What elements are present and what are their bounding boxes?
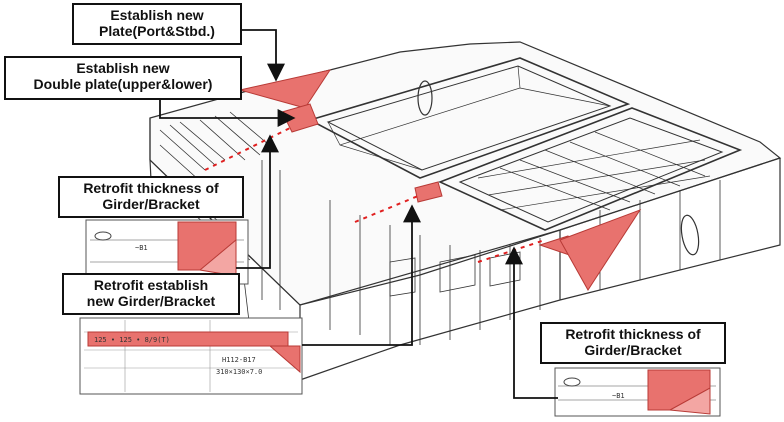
dotted-line-2 (354, 195, 419, 223)
callout-thickness-right-line1: Retrofit thickness of (565, 326, 701, 342)
callout-new-plate-line2: Plate(Port&Stbd.) (99, 23, 215, 39)
callout-double-plate: Establish new Double plate(upper&lower) (4, 56, 242, 100)
callout-thickness-left-line1: Retrofit thickness of (83, 180, 219, 196)
hatch-coaming-2-inner (458, 117, 724, 223)
callout-double-plate-line2: Double plate(upper&lower) (33, 76, 213, 92)
hatch-grid (477, 131, 711, 211)
callout-thickness-left: Retrofit thickness of Girder/Bracket (58, 176, 244, 218)
dotted-line-1 (204, 127, 291, 171)
hatch-coaming-2 (437, 107, 743, 231)
callout-establish-girder: Retrofit establish new Girder/Bracket (62, 273, 240, 315)
detail-left-label: ~B1 (135, 244, 148, 252)
callout-double-plate-line1: Establish new (76, 60, 170, 76)
stbd-bracket (559, 208, 642, 291)
detail-right-label: ~B1 (612, 392, 625, 400)
callout-new-plate-line1: Establish new (110, 7, 204, 23)
leader-thickness-left (236, 134, 279, 269)
detail-inset-right: ~B1 (554, 367, 721, 417)
dotted-line-3 (477, 239, 546, 263)
callout-thickness-left-line2: Girder/Bracket (102, 196, 200, 212)
callout-establish-girder-line1: Retrofit establish (93, 277, 209, 293)
callout-new-plate: Establish new Plate(Port&Stbd.) (72, 3, 242, 45)
leader-thickness-right (505, 246, 558, 399)
detail-center-size: 310×130×7.0 (216, 368, 262, 376)
manhole-left (417, 80, 433, 116)
detail-center-code: H112-B17 (222, 356, 256, 364)
callout-establish-girder-line2: new Girder/Bracket (86, 293, 216, 309)
highlight-plates (239, 69, 642, 291)
new-plate-port (239, 69, 332, 109)
callout-thickness-right: Retrofit thickness of Girder/Bracket (540, 322, 726, 364)
leader-double-plate (159, 100, 296, 127)
hatch-coaming-1 (307, 57, 631, 179)
detail-inset-center: 125 • 125 • 8/9(T) H112-B17 310×130×7.0 (79, 317, 303, 395)
dotted-lines (204, 127, 546, 263)
leader-establish (302, 204, 421, 346)
detail-center-dims: 125 • 125 • 8/9(T) (94, 336, 170, 344)
leader-plate (238, 29, 285, 82)
leader-lines (159, 29, 558, 399)
manhole-right (680, 214, 700, 256)
hatch-walls (327, 65, 611, 171)
callout-thickness-right-line2: Girder/Bracket (584, 342, 682, 358)
hatch-frames (307, 57, 743, 231)
